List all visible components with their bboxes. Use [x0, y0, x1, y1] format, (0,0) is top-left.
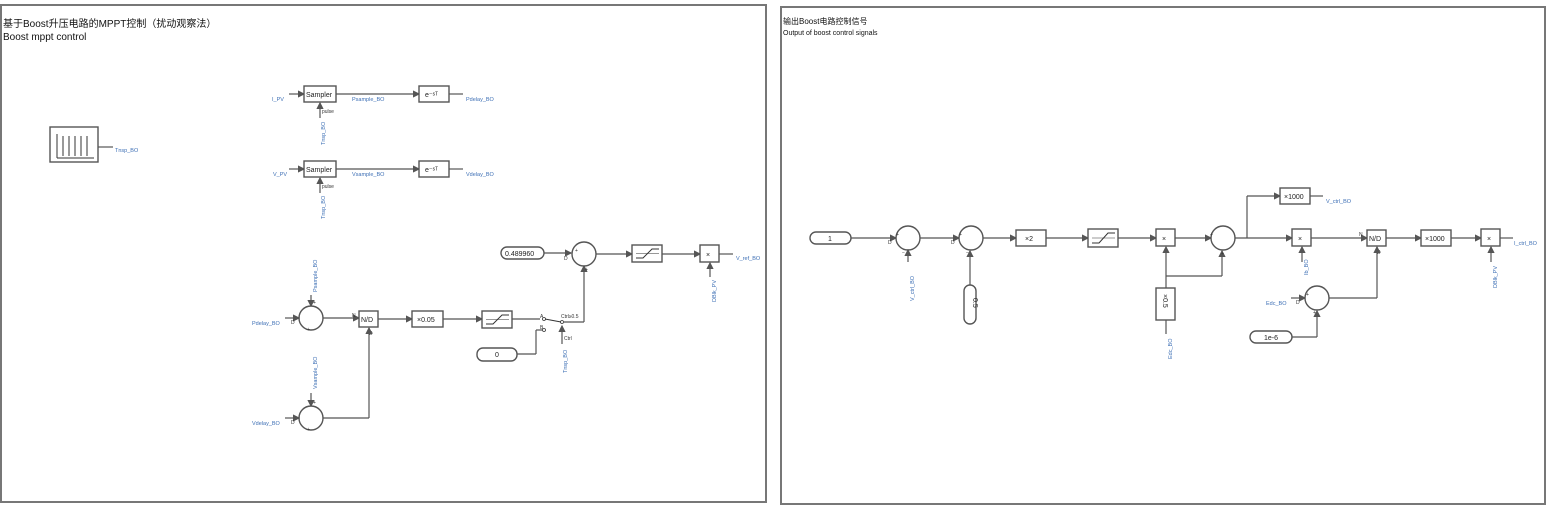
sum-junction-c[interactable]: [1210, 225, 1236, 251]
sum-junction-d[interactable]: [1304, 285, 1330, 311]
label-dblk-pv-1: DBlk_PV: [712, 280, 718, 302]
sampler-label-1: Sampler: [306, 92, 333, 99]
sum-junction-p[interactable]: [298, 305, 324, 331]
svg-text:+: +: [959, 232, 962, 238]
svg-text:+: +: [307, 327, 310, 333]
label-ib: Ib_BO: [1304, 259, 1310, 275]
multiplier-label-r2: ×: [1298, 236, 1302, 243]
label-tnsp-out: Tnsp_BO: [115, 148, 139, 154]
label-dblk-pv-2: DBlk_PV: [1493, 266, 1499, 288]
multiplier-label-ref: ×: [706, 252, 710, 259]
sampler-label-2: Sampler: [306, 167, 333, 174]
right-panel-title: 输出Boost电路控制信号: [783, 17, 868, 26]
label-psample: Psample_BO: [352, 97, 385, 103]
port-n-right: N: [1359, 232, 1363, 238]
svg-text:D: D: [291, 420, 295, 426]
gain-label-005: ×0.05: [417, 317, 435, 324]
const-label-init: 0.489960: [505, 251, 534, 258]
gain-label-x1000-lower: ×1000: [1425, 236, 1445, 243]
label-v-ctrl-in: V_ctrl_BO: [910, 275, 916, 301]
svg-text:+: +: [313, 300, 316, 306]
label-tnsp-2: Tnsp_BO: [321, 195, 327, 219]
label-v-ref-out: V_ref_BO: [736, 256, 761, 262]
label-pdelay-out: Pdelay_BO: [466, 97, 495, 103]
label-vdelay-out: Vdelay_BO: [466, 172, 495, 178]
label-pdelay-in: Pdelay_BO: [252, 321, 281, 327]
right-panel-subtitle: Output of boost control signals: [783, 30, 878, 37]
port-d-left: D: [369, 331, 373, 337]
svg-text:D: D: [888, 240, 892, 246]
svg-text:+: +: [1313, 310, 1316, 316]
switch-port-a: A: [540, 314, 544, 320]
const-label-zero: 0: [495, 352, 499, 359]
switch-ctrl-label: Ctrl: [564, 336, 572, 342]
svg-text:+: +: [585, 267, 588, 273]
limiter-block-left[interactable]: [481, 310, 513, 329]
left-panel-frame: [0, 4, 767, 503]
svg-text:+: +: [313, 400, 316, 406]
svg-text:D: D: [951, 240, 955, 246]
pulse-label-2: pulse: [322, 184, 334, 190]
svg-text:D: D: [1296, 300, 1300, 306]
label-v-pv: V_PV: [273, 172, 287, 178]
gain-label-x05: ×0.5: [1161, 294, 1168, 308]
label-i-pv: I_PV: [272, 97, 284, 103]
label-edc-1: Edc_BO: [1168, 338, 1174, 359]
gain-label-x1000-upper: ×1000: [1284, 194, 1304, 201]
pulse-generator-block[interactable]: [49, 126, 99, 163]
multiplier-label-r3: ×: [1487, 236, 1491, 243]
svg-text:D: D: [564, 256, 568, 262]
switch-condition: Ctrl≥0.5: [561, 314, 579, 320]
label-vsample: Vsample_BO: [352, 172, 385, 178]
port-n-left: N: [352, 313, 356, 319]
port-d-right: D: [1377, 250, 1381, 256]
label-edc-2: Edc_BO: [1266, 301, 1287, 307]
sum-junction-ref[interactable]: [571, 241, 597, 267]
gain-label-x2: ×2: [1025, 236, 1033, 243]
label-v-ctrl-out: V_ctrl_BO: [1326, 199, 1352, 205]
label-psample-in: Psample_BO: [313, 259, 319, 292]
label-i-ctrl-out: I_ctrl_BO: [1514, 241, 1538, 247]
const-label-eps: 1e-6: [1264, 335, 1278, 342]
selector-switch[interactable]: [542, 317, 564, 332]
svg-text:+: +: [1221, 251, 1224, 257]
label-tnsp-1: Tnsp_BO: [321, 121, 327, 145]
svg-text:+: +: [1210, 232, 1213, 238]
svg-text:+: +: [896, 232, 899, 238]
delay-label-1: e⁻ˢᵀ: [425, 92, 438, 99]
switch-port-b: B: [540, 325, 544, 331]
svg-text:−: −: [902, 250, 905, 256]
limiter-block-ref[interactable]: [631, 244, 663, 263]
sum-junction-b[interactable]: [958, 225, 984, 251]
sum-junction-a[interactable]: [895, 225, 921, 251]
divider-label-right: N/D: [1369, 236, 1381, 243]
limiter-block-right[interactable]: [1087, 228, 1119, 248]
svg-text:−: −: [966, 250, 969, 256]
left-panel-title: 基于Boost升压电路的MPPT控制（扰动观察法）: [3, 19, 217, 30]
svg-text:D: D: [291, 320, 295, 326]
svg-text:+: +: [307, 427, 310, 433]
label-tnsp-3: Tnsp_BO: [563, 349, 569, 373]
multiplier-label-r1: ×: [1162, 236, 1166, 243]
left-panel-subtitle: Boost mppt control: [3, 32, 87, 43]
svg-text:+: +: [575, 248, 578, 254]
const-label-half: 0.5: [971, 298, 978, 308]
delay-label-2: e⁻ˢᵀ: [425, 167, 438, 174]
label-vsample-in: Vsample_BO: [313, 356, 319, 389]
svg-text:+: +: [1306, 292, 1309, 298]
sum-junction-v[interactable]: [298, 405, 324, 431]
right-panel-frame: [780, 6, 1546, 505]
label-vdelay-in: Vdelay_BO: [252, 421, 281, 427]
divider-label-left: N/D: [361, 317, 373, 324]
const-label-one: 1: [828, 236, 832, 243]
pulse-label-1: pulse: [322, 109, 334, 115]
